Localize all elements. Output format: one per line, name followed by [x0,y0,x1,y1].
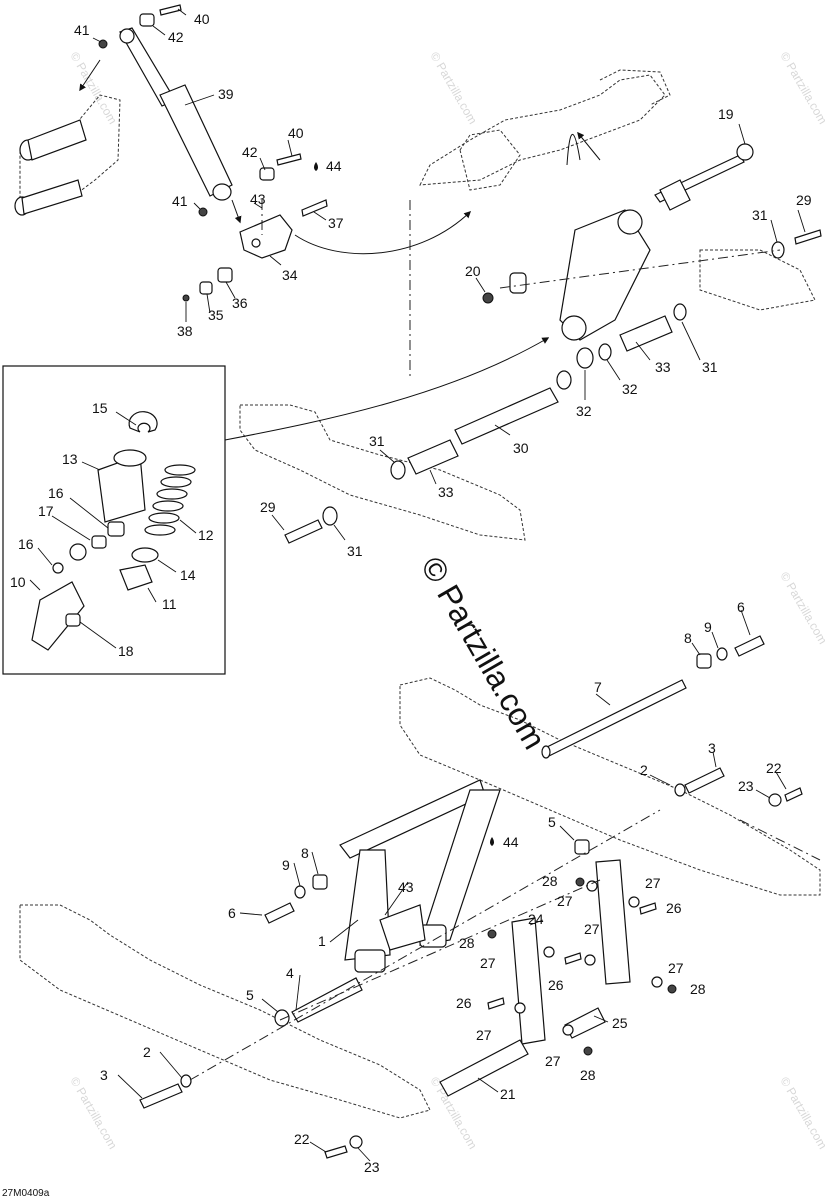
watermark: © Partzilla.com [777,570,827,647]
callout-27: 27 [584,921,600,937]
callout-7: 7 [594,679,602,695]
callout-2: 2 [640,762,648,778]
callout-27: 27 [668,960,684,976]
watermark-center: © Partzilla.com [414,551,553,756]
callouts: 40 42 41 39 40 42 44 43 41 37 34 36 35 3… [10,11,812,1175]
grease-drop-icon [314,162,318,171]
callout-19: 19 [718,106,734,122]
callout-29: 29 [260,499,276,515]
callout-32: 32 [622,381,638,397]
callout-30: 30 [513,440,529,456]
callout-5: 5 [246,987,254,1003]
callout-31: 31 [369,433,385,449]
callout-37: 37 [328,215,344,231]
callout-25: 25 [612,1015,628,1031]
callout-27: 27 [476,1027,492,1043]
callout-16: 16 [48,485,64,501]
callout-26: 26 [548,977,564,993]
callout-13: 13 [62,451,78,467]
watermark: © Partzilla.com [67,50,120,127]
callout-41: 41 [172,193,188,209]
callout-33: 33 [655,359,671,375]
callout-36: 36 [232,295,248,311]
callout-22: 22 [766,760,782,776]
callout-39: 39 [218,86,234,102]
callout-6: 6 [737,599,745,615]
callout-17: 17 [38,503,54,519]
callout-27: 27 [545,1053,561,1069]
callout-27: 27 [557,893,573,909]
callout-10: 10 [10,574,26,590]
callout-23: 23 [738,778,754,794]
callout-18: 18 [118,643,134,659]
callout-21: 21 [500,1086,516,1102]
callout-2: 2 [143,1044,151,1060]
callout-40: 40 [194,11,210,27]
callout-31: 31 [752,207,768,223]
callout-22: 22 [294,1131,310,1147]
callout-27: 27 [645,875,661,891]
watermark: © Partzilla.com [777,1075,827,1152]
callout-3: 3 [100,1067,108,1083]
callout-28: 28 [690,981,706,997]
callout-26: 26 [666,900,682,916]
callout-32: 32 [576,403,592,419]
callout-8: 8 [301,845,309,861]
callout-40: 40 [288,125,304,141]
callout-31: 31 [347,543,363,559]
callout-9: 9 [704,619,712,635]
callout-4: 4 [286,965,294,981]
callout-27: 27 [480,955,496,971]
callout-33: 33 [438,484,454,500]
rear-suspension-frame [19,635,821,1159]
callout-43: 43 [250,191,266,207]
leader-lines [29,8,806,1162]
watermark: © Partzilla.com [67,1075,120,1152]
callout-9: 9 [282,857,290,873]
watermark: © Partzilla.com [777,50,827,127]
callout-3: 3 [708,740,716,756]
rear-shock-assembly [409,69,822,390]
callout-35: 35 [208,307,224,323]
callout-5: 5 [548,814,556,830]
callout-34: 34 [282,267,298,283]
callout-44: 44 [326,158,342,174]
callout-16: 16 [18,536,34,552]
callout-14: 14 [180,567,196,583]
callout-28: 28 [542,873,558,889]
callout-24: 24 [528,911,544,927]
callout-43: 43 [398,879,414,895]
front-arm-assembly [14,4,472,302]
spring-detail [31,411,196,651]
callout-38: 38 [177,323,193,339]
callout-44: 44 [503,834,519,850]
callout-12: 12 [198,527,214,543]
callout-41: 41 [74,22,90,38]
callout-23: 23 [364,1159,380,1175]
callout-42: 42 [242,144,258,160]
callout-42: 42 [168,29,184,45]
middle-rail [224,337,559,544]
callout-29: 29 [796,192,812,208]
callout-26: 26 [456,995,472,1011]
callout-15: 15 [92,400,108,416]
callout-20: 20 [465,263,481,279]
callout-11: 11 [162,596,177,612]
drawing-code: 27M0409a [2,1188,50,1199]
callout-31: 31 [702,359,718,375]
callout-28: 28 [459,935,475,951]
callout-6: 6 [228,905,236,921]
callout-28: 28 [580,1067,596,1083]
grease-drop-icon [490,837,494,846]
callout-8: 8 [684,630,692,646]
watermark: © Partzilla.com [427,50,480,127]
callout-1: 1 [318,933,326,949]
